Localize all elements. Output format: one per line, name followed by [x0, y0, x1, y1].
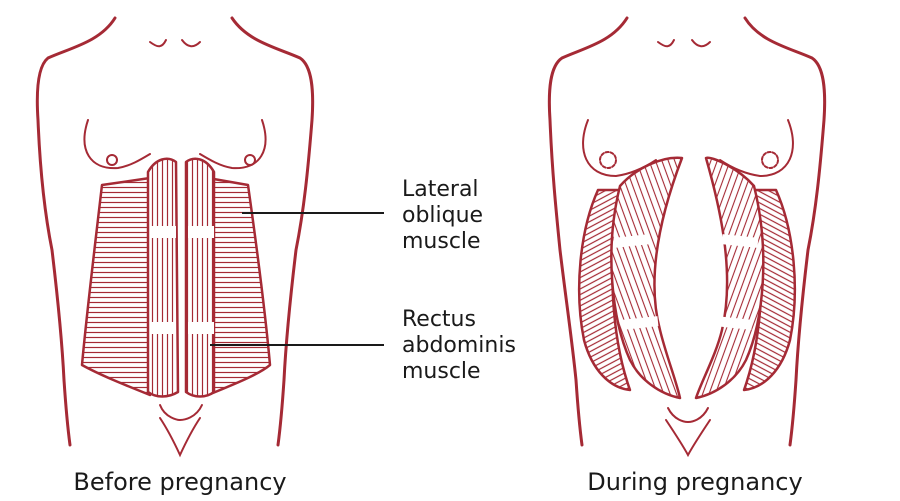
tendon-band — [621, 316, 659, 330]
label-lateral-oblique: Lateral oblique muscle — [242, 177, 483, 254]
collarbone-right — [691, 39, 711, 48]
tendon-band — [188, 226, 214, 238]
breast-right — [199, 119, 267, 170]
pubic-curve-lower — [159, 417, 201, 458]
label-rectus-line2: abdominis — [402, 333, 516, 358]
tendon-band — [150, 226, 176, 238]
torso-outline-left — [547, 16, 629, 447]
nipple-left — [599, 151, 617, 169]
label-oblique-line3: muscle — [402, 229, 481, 254]
tendon-band — [613, 234, 651, 248]
label-rectus-line1: Rectus — [402, 307, 476, 332]
tendon-band — [715, 316, 753, 330]
nipple-right — [761, 151, 779, 169]
figure-before-pregnancy — [35, 16, 315, 458]
torso-outline-right — [743, 16, 827, 447]
torso-outline-right — [230, 16, 315, 447]
pubic-curve-lower — [665, 419, 711, 458]
tendon-band — [150, 322, 176, 334]
tendon-band — [188, 322, 214, 334]
pubic-curve-upper — [159, 404, 203, 422]
caption-during: During pregnancy — [587, 468, 802, 496]
collarbone-left — [657, 39, 675, 48]
label-rectus-line3: muscle — [402, 359, 481, 384]
tendon-band — [721, 234, 759, 248]
collarbone-left — [149, 39, 167, 48]
collarbone-right — [181, 39, 201, 48]
nipple-left — [106, 154, 118, 166]
label-rectus-abdominis: Rectus abdominis muscle — [210, 307, 516, 384]
figure-during-pregnancy — [547, 16, 827, 458]
nipple-right — [244, 154, 256, 166]
caption-before: Before pregnancy — [73, 468, 286, 496]
breast-left — [83, 119, 151, 170]
pubic-curve-upper — [667, 407, 709, 424]
label-oblique-line1: Lateral — [402, 177, 479, 202]
label-oblique-line2: oblique — [402, 203, 483, 228]
torso-outline-left — [35, 16, 117, 447]
